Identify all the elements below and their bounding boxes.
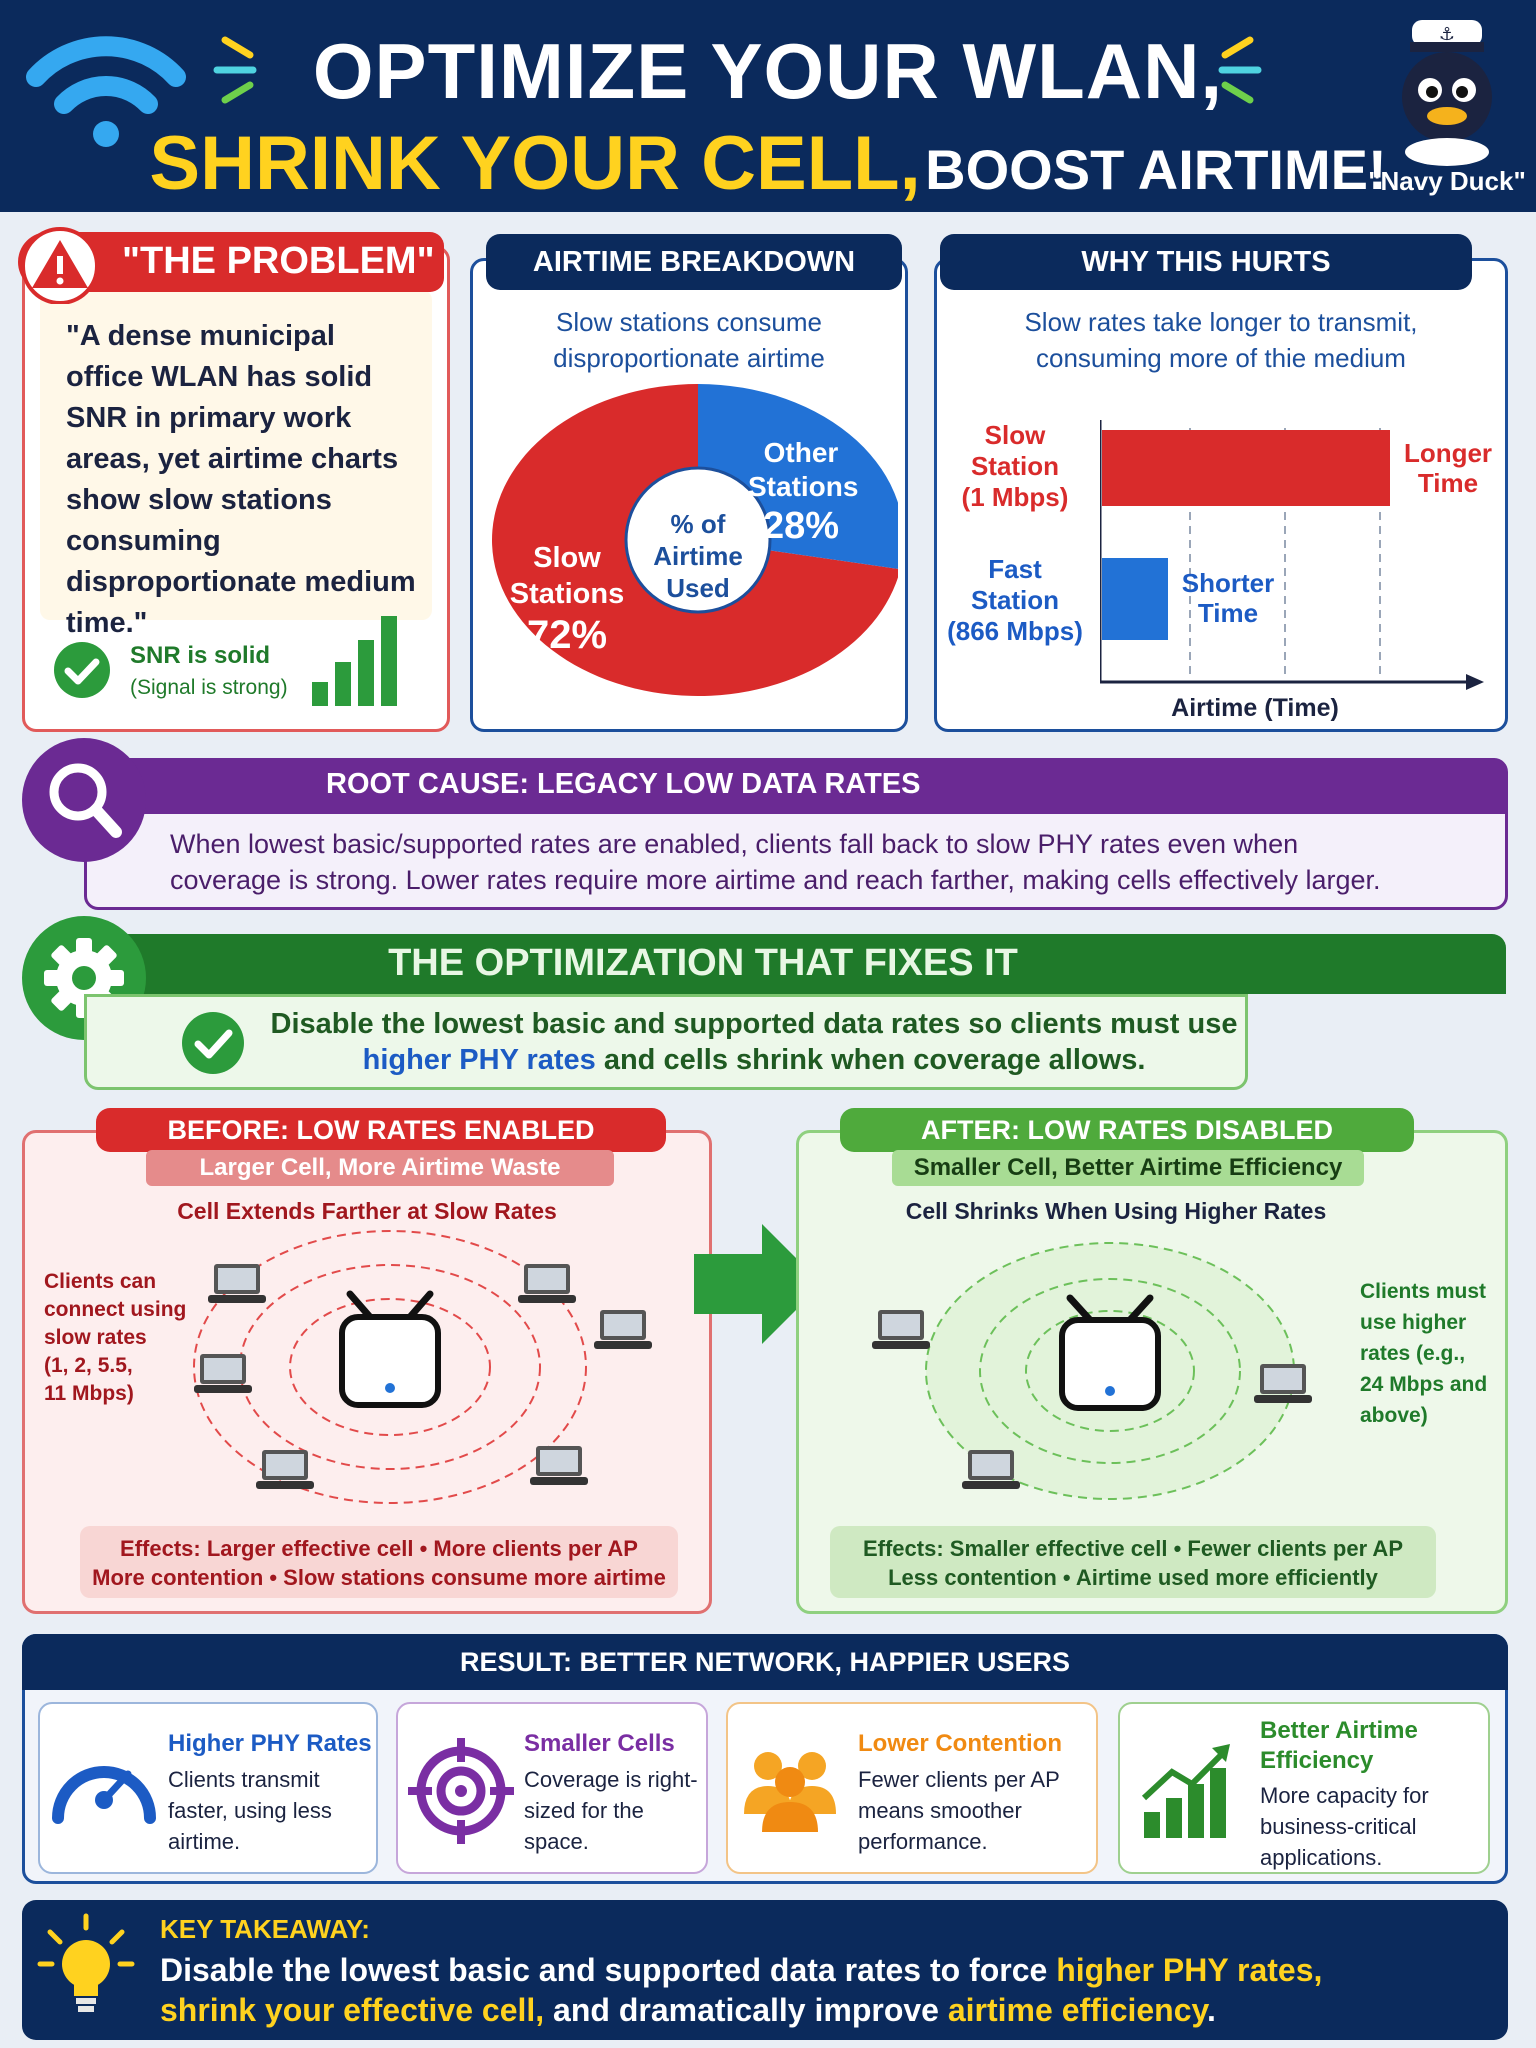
after-effects-box — [830, 1526, 1436, 1598]
fix-text-card — [84, 994, 1248, 1090]
access-point-icon — [1059, 1294, 1161, 1411]
slow-station-bar — [1102, 430, 1390, 506]
headline-line2: SHRINK YOUR CELL, BOOST AIRTIME! — [149, 121, 1387, 206]
takeaway-card — [22, 1900, 1508, 2040]
before-effects: Effects: Larger effective cell • More cl… — [92, 1536, 666, 1590]
growth-chart-icon — [1141, 1744, 1230, 1838]
laptop-icon — [192, 1352, 254, 1401]
donut-center — [624, 466, 772, 614]
hurts-title: WHY THIS HURTS — [940, 234, 1472, 290]
laptop-icon — [870, 1308, 932, 1357]
before-cell-diagram — [193, 1230, 587, 1504]
after-subtitle: Smaller Cell, Better Airtime Efficiency — [892, 1150, 1364, 1186]
svg-text:⚓: ⚓ — [1439, 24, 1455, 44]
after-title: AFTER: LOW RATES DISABLED — [840, 1108, 1414, 1152]
hurts-subtitle: Slow rates take longer to transmit,consu… — [1024, 307, 1418, 373]
right-arrow-icon — [694, 1224, 822, 1344]
root-cause-text: When lowest basic/supported rates are en… — [170, 829, 1381, 895]
lightbulb-icon — [37, 1913, 135, 2012]
snr-title: SNR is solid — [130, 642, 271, 669]
before-effects-box — [80, 1526, 678, 1598]
target-icon — [408, 1738, 514, 1844]
magnifier-icon — [22, 738, 146, 862]
takeaway-label: KEY TAKEAWAY: — [160, 1914, 370, 1944]
root-cause-title-bar: ROOT CAUSE: LEGACY LOW DATA RATES — [100, 758, 1506, 814]
root-cause-title: ROOT CAUSE: LEGACY LOW DATA RATES — [326, 768, 921, 800]
fast-station-bar — [1102, 558, 1168, 640]
sparkle-left-icon — [213, 36, 257, 104]
airtime-axis-label: Airtime (Time) — [1171, 694, 1339, 722]
laptop-icon — [254, 1448, 316, 1497]
fix-title: THE OPTIMIZATION THAT FIXES IT — [388, 942, 1018, 984]
laptop-icon — [592, 1308, 654, 1357]
check-circle-icon — [54, 642, 110, 698]
access-point-icon — [339, 1290, 441, 1408]
headline-line1: OPTIMIZE YOUR WLAN, — [312, 27, 1224, 115]
airtime-bar-chart — [1100, 420, 1484, 690]
before-title: BEFORE: LOW RATES ENABLED — [96, 1108, 666, 1152]
fix-title-bar: THE OPTIMIZATION THAT FIXES IT — [100, 934, 1506, 994]
snr-subtitle: (Signal is strong) — [130, 676, 288, 699]
mascot-name: "Navy Duck" — [1368, 166, 1526, 196]
laptop-icon — [960, 1448, 1022, 1497]
fix-text: Disable the lowest basic and supported d… — [270, 1008, 1238, 1076]
laptop-icon — [516, 1262, 578, 1311]
laptop-icon — [206, 1262, 268, 1311]
problem-quote: "A dense municipal office WLAN has solid… — [66, 320, 416, 639]
airtime-donut-chart — [492, 384, 898, 696]
laptop-icon — [528, 1444, 590, 1493]
signal-bars-icon — [312, 616, 397, 706]
problem-title: "THE PROBLEM" — [122, 240, 435, 282]
header-banner: OPTIMIZE YOUR WLAN, SHRINK YOUR CELL, BO… — [0, 0, 1536, 212]
airtime-title: AIRTIME BREAKDOWN — [486, 234, 902, 290]
warning-icon — [21, 227, 99, 304]
result-title: RESULT: BETTER NETWORK, HAPPIER USERS — [22, 1634, 1508, 1690]
after-caption: Cell Shrinks When Using Higher Rates — [905, 1198, 1327, 1224]
takeaway-text: Disable the lowest basic and supported d… — [160, 1952, 1323, 2028]
before-subtitle: Larger Cell, More Airtime Waste — [146, 1150, 614, 1186]
wifi-icon — [26, 36, 186, 147]
sparkle-right-icon — [1218, 36, 1262, 104]
result-card-smaller-cells: Smaller Cells Coverage is right-sized fo… — [396, 1702, 708, 1874]
before-caption: Cell Extends Farther at Slow Rates — [177, 1198, 557, 1224]
fix-check-icon — [182, 1012, 244, 1074]
speedometer-icon — [52, 1766, 156, 1824]
users-icon — [744, 1752, 836, 1832]
laptop-icon — [1252, 1362, 1314, 1411]
problem-quote-box — [40, 290, 432, 620]
after-effects: Effects: Smaller effective cell • Fewer … — [862, 1536, 1403, 1590]
navy-duck-mascot-icon: ⚓ — [1402, 20, 1492, 166]
